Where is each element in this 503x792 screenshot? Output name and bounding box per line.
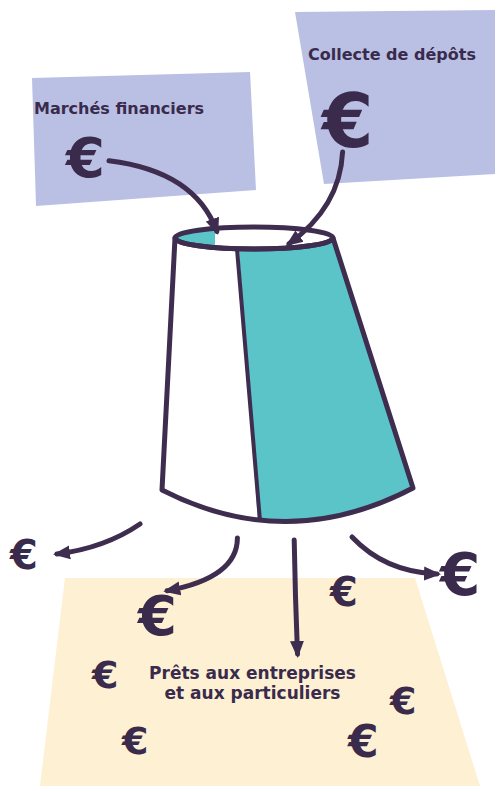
source-box: Marchés financiers € <box>20 72 258 208</box>
euro-symbol: € <box>322 84 374 158</box>
source-label: Marchés financiers <box>34 100 204 118</box>
outflow-arrow <box>352 537 437 574</box>
flow-arrow <box>167 538 237 591</box>
euro-symbol: € <box>440 546 480 604</box>
shape-fill <box>40 578 480 786</box>
euro-symbol: € <box>66 130 105 186</box>
funnel-outline <box>162 238 413 522</box>
euro-symbol: € <box>122 722 148 760</box>
flow-arrow <box>289 152 343 244</box>
shape-fill <box>32 72 256 206</box>
flow-arrow <box>294 540 297 654</box>
euro-symbol: € <box>330 572 358 612</box>
destination-label: Prêts aux entreprises et aux particulier… <box>140 664 365 703</box>
funnel-half <box>237 222 422 552</box>
euro-symbol: € <box>10 535 38 575</box>
outflow-arrow <box>57 524 140 554</box>
destination-area: Prêts aux entreprises et aux particulier… <box>38 572 484 790</box>
funnel-rim <box>175 227 333 249</box>
flow-arrow <box>109 161 217 232</box>
source-label: Collecte de dépôts <box>308 46 476 64</box>
euro-symbol: € <box>348 720 379 764</box>
bank-funnel <box>160 222 418 532</box>
euro-symbol: € <box>92 656 118 694</box>
euro-symbol: € <box>138 588 177 644</box>
source-box: Collecte de dépôts € <box>292 8 498 186</box>
node-shape <box>160 222 418 532</box>
euro-symbol: € <box>390 682 416 720</box>
shape-fill <box>295 10 495 184</box>
node-shape <box>20 72 258 208</box>
funnel-divider <box>237 249 260 521</box>
